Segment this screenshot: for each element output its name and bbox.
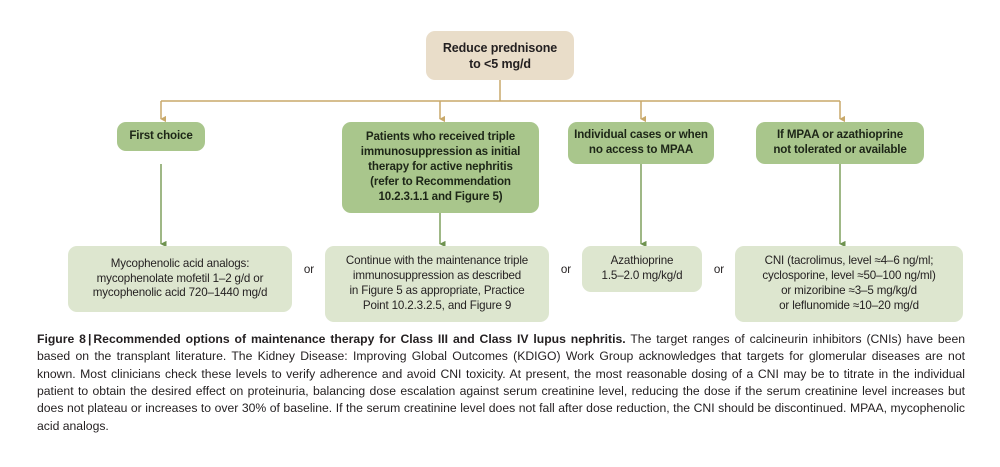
node-condition-mpaa-not-tolerated[interactable]: If MPAA or azathioprine not tolerated or…: [756, 122, 924, 164]
separator-or-3: or: [713, 263, 725, 276]
node-reduce-prednisone[interactable]: Reduce prednisone to <5 mg/d: [426, 31, 574, 80]
node-treatment-cni[interactable]: CNI (tacrolimus, level ≈4–6 ng/ml; cyclo…: [735, 246, 963, 322]
node-condition-triple-immunosuppression[interactable]: Patients who received triple immunosuppr…: [342, 122, 539, 213]
figure-caption-body: The target ranges of calcineurin inhibit…: [37, 332, 966, 433]
node-treatment-mpaa[interactable]: Mycophenolic acid analogs: mycophenolate…: [68, 246, 292, 312]
node-treatment-azathioprine[interactable]: Azathioprine 1.5–2.0 mg/kg/d: [582, 246, 702, 292]
figure-title: Recommended options of maintenance thera…: [93, 332, 626, 346]
figure-number: Figure 8: [37, 332, 86, 346]
separator-or-1: or: [303, 263, 315, 276]
page-left-margin-rule: [0, 0, 7, 467]
node-treatment-continue-triple[interactable]: Continue with the maintenance triple imm…: [325, 246, 549, 322]
node-condition-individual-cases[interactable]: Individual cases or when no access to MP…: [568, 122, 714, 164]
separator-or-2: or: [560, 263, 572, 276]
node-condition-first-choice[interactable]: First choice: [117, 122, 205, 151]
figure-caption: Figure 8|Recommended options of maintena…: [37, 331, 965, 435]
figure-number-separator: |: [87, 332, 92, 346]
